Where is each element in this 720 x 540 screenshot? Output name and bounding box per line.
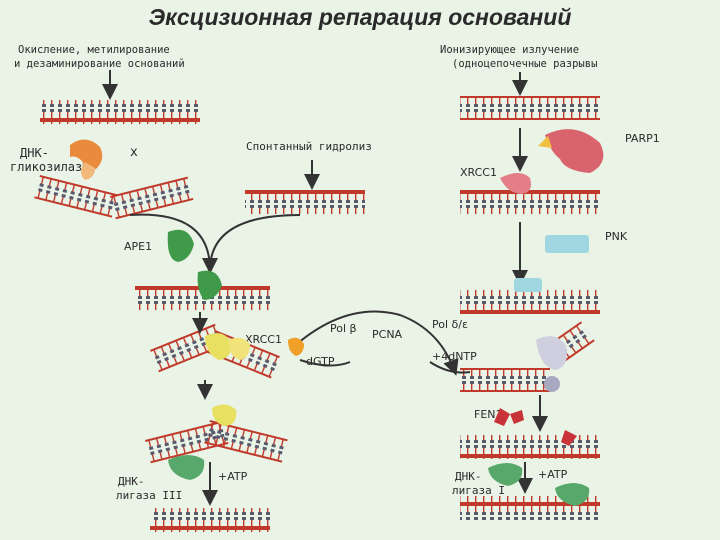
ape1-label: APE1 (124, 240, 153, 253)
ligase1-label-line1: ДНК- (455, 470, 482, 483)
dna-strand-bent-left-a (34, 175, 118, 218)
x-mark: x (130, 145, 138, 160)
pol-delta-enzyme (536, 336, 567, 370)
pnk-enzyme (545, 235, 589, 253)
glycosylase-enzyme (70, 139, 103, 170)
ligase3-label-line2: лигаза III (116, 489, 183, 502)
ligase1-label-line2: лигаза I (452, 484, 505, 497)
dna-strand-fen1 (460, 435, 600, 459)
oxidation-label-line2: и дезаминирование оснований (14, 58, 185, 70)
ligase1-enzyme (488, 463, 523, 486)
pcna-label: PCNA (372, 328, 403, 341)
parp1-enzyme (545, 129, 604, 173)
xrcc1-enzyme (205, 333, 232, 360)
dna-strand-final-left (150, 508, 270, 532)
fen1-label: FEN1 (474, 408, 503, 421)
dna-glycosylase-label-line1: ДНК- (20, 146, 49, 160)
dna-strand-ligase3-b (204, 420, 288, 463)
dna-strand-top-left (40, 100, 200, 124)
pnk-label: PNK (605, 230, 628, 243)
ape1-enzyme (167, 229, 194, 262)
dna-strand-bent-left-b (110, 176, 194, 220)
ligase3-label-line1: ДНК- (118, 475, 145, 488)
xrcc1-right-label: XRCC1 (460, 166, 497, 179)
fen1-bound (561, 430, 577, 446)
ionizing-label-line1: Ионизирующее излучение (440, 44, 580, 56)
ape1-bound (197, 270, 222, 300)
parp1-bound (500, 173, 531, 194)
fen1-enzyme (494, 408, 510, 426)
xrcc1-after (212, 404, 237, 426)
spontaneous-label: Спонтанный гидролиз (246, 140, 372, 153)
pol-beta-label: Pol β (330, 322, 357, 335)
pol-delta-label: Pol δ/ε (432, 318, 468, 331)
dna-strand-top-right (460, 96, 600, 120)
dna-strand-center (245, 190, 365, 214)
dna-strand-pnk-right (460, 290, 600, 314)
ligase1-bound (555, 483, 590, 506)
oxidation-label-line1: Окисление, метилирование (18, 44, 170, 56)
diagram-title: Эксцизионная репарация оснований (148, 4, 572, 30)
ligase3-enzyme (168, 455, 205, 480)
dna-glycosylase-label-line2: гликозилазы (10, 160, 90, 174)
ionizing-label-line2: (одноцепочечные разрывы (452, 58, 598, 70)
xrcc1-left-label: XRCC1 (245, 333, 282, 346)
pol-beta-enzyme (288, 337, 304, 356)
dna-strand-pol-delta (460, 368, 550, 392)
atp-left-label: +ATP (218, 470, 248, 483)
parp1-label: PARP1 (625, 132, 660, 145)
atp-right-label: +ATP (538, 468, 568, 481)
pnk-bound (514, 278, 542, 292)
dna-strand-xrcc1-right (460, 190, 600, 214)
four-dntp-label: +4dNTP (432, 350, 477, 363)
